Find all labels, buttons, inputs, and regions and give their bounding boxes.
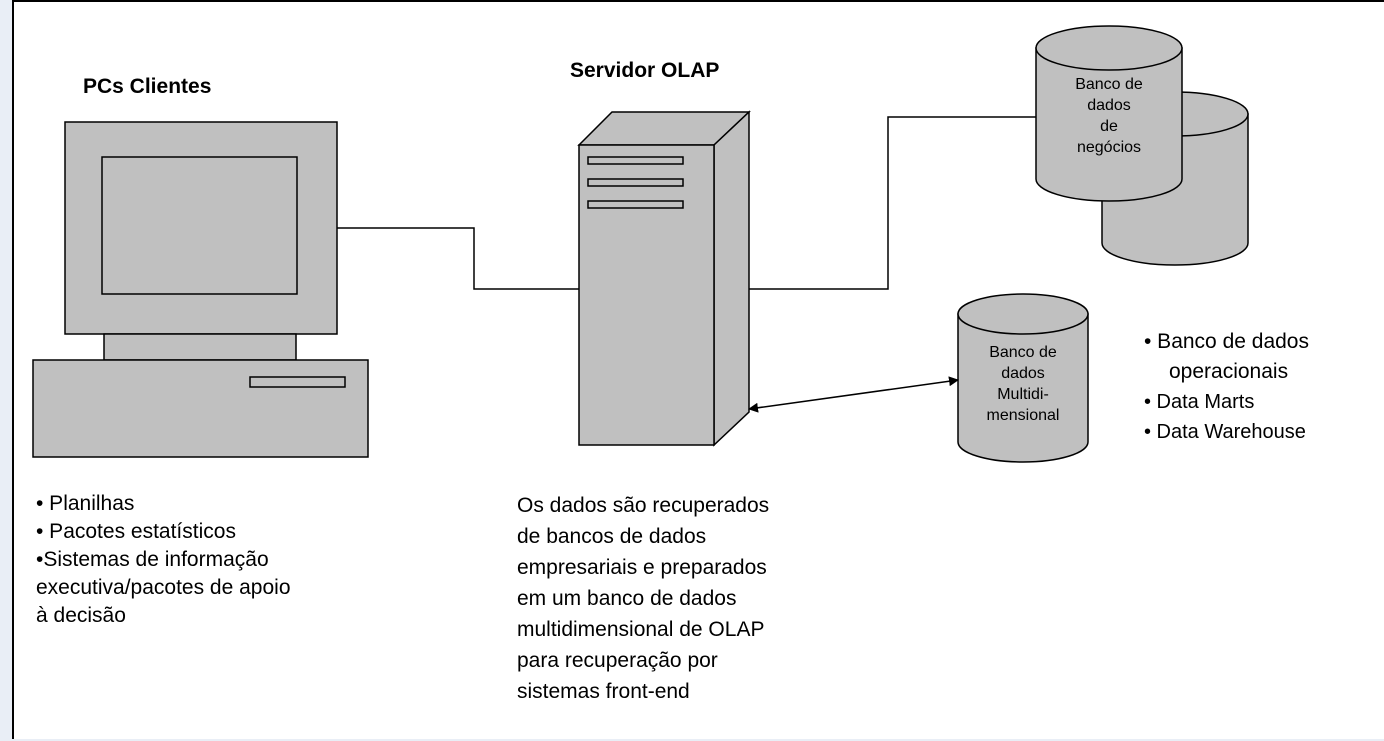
monitor-screen (101, 156, 298, 295)
server-front (578, 144, 715, 446)
server-side (713, 110, 750, 447)
business-db-label-line: negócios (1076, 139, 1142, 156)
connector-server-multidim-db (748, 376, 959, 413)
clients-note-line: • Pacotes estatísticos (36, 520, 236, 543)
clients-note-line: à decisão (36, 604, 126, 627)
business-db-label-line: dados (1087, 97, 1131, 114)
clients-note-line: • Planilhas (36, 492, 135, 515)
business-db-cylinder (1035, 25, 1183, 202)
diagram-slide: PCs Clientes Servidor OLAP Banco de dado… (12, 0, 1384, 739)
server-description-line: sistemas front-end (517, 680, 690, 703)
clients-notes: • Planilhas • Pacotes estatísticos •Sist… (36, 490, 291, 630)
server-description-line: empresariais e preparados (517, 556, 767, 579)
business-db-label: Banco de dados de negócios (1036, 74, 1182, 158)
clients-title: PCs Clientes (83, 75, 212, 98)
multidim-db-cylinder (957, 293, 1089, 463)
pc-case (32, 359, 369, 458)
server-description-line: de bancos de dados (517, 525, 707, 548)
business-db-label-line: de (1100, 118, 1118, 135)
server-description: Os dados são recuperados de bancos de da… (517, 490, 769, 707)
multidim-db-label-line: dados (1001, 365, 1045, 382)
server-description-line: em um banco de dados (517, 587, 737, 610)
multidim-db-label-line: Multidi- (997, 386, 1049, 403)
multidim-db-label-line: Banco de (989, 344, 1057, 361)
olap-server-icon (577, 110, 751, 447)
server-title: Servidor OLAP (570, 59, 720, 82)
clients-note-line: •Sistemas de informação (36, 548, 269, 571)
server-bay-1 (587, 156, 684, 165)
sources-list: • Banco de dados operacionais • Data Mar… (1144, 327, 1309, 447)
business-db-label-line: Banco de (1075, 76, 1143, 93)
sources-item: • Data Marts (1144, 391, 1255, 413)
server-bay-2 (587, 178, 684, 187)
server-description-line: Os dados são recuperados (517, 494, 770, 517)
server-bay-3 (587, 200, 684, 209)
server-description-line: multidimensional de OLAP (517, 618, 765, 641)
multidim-db-label: Banco de dados Multidi- mensional (958, 342, 1088, 426)
multidim-db-label-line: mensional (986, 407, 1060, 424)
connector-server-business-db (749, 116, 1036, 290)
server-description-line: para recuperação por (517, 649, 718, 672)
sources-item: • Banco de dados (1144, 330, 1309, 353)
pc-client-icon (32, 121, 369, 458)
sources-item: operacionais (1169, 360, 1289, 383)
clients-note-line: executiva/pacotes de apoio (36, 576, 291, 599)
disk-drive-slot (249, 376, 346, 388)
sources-item: • Data Warehouse (1144, 421, 1306, 443)
monitor-stand (103, 333, 297, 361)
connector-pc-server (337, 227, 579, 290)
olap-architecture-diagram (32, 25, 1249, 463)
